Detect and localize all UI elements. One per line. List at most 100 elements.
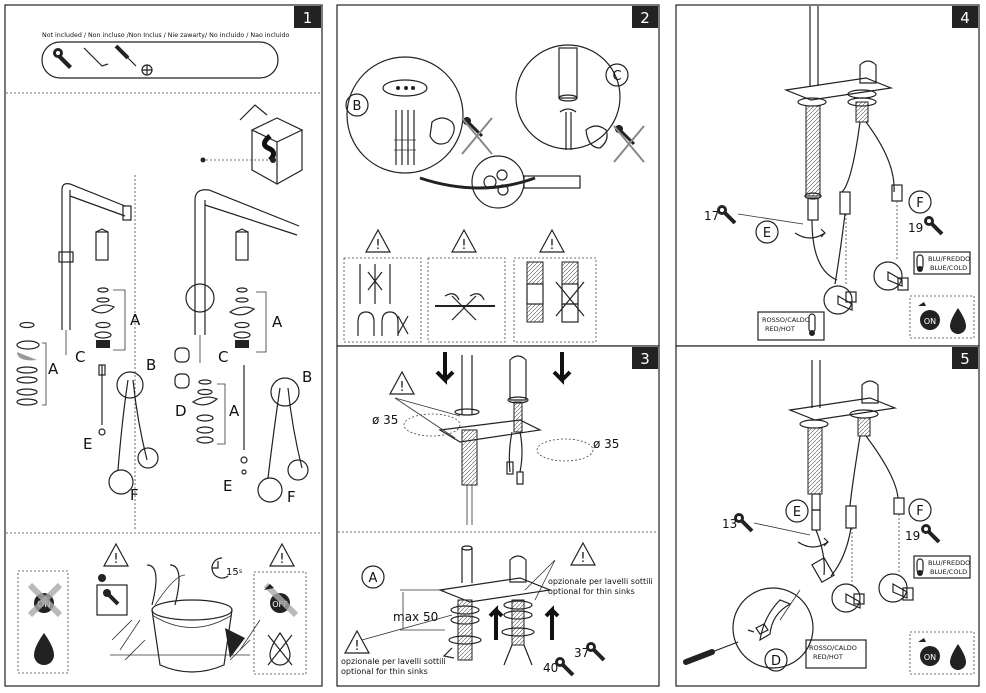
allen-key-icon	[83, 47, 109, 67]
rotate-arrow-e5	[797, 537, 829, 548]
no-water-drop-icon	[267, 631, 293, 666]
dia-left-text: ø 35	[372, 413, 398, 427]
cold-en-p4: BLUE/COLD	[930, 264, 967, 272]
warning-icon-bucket: !	[102, 542, 130, 567]
dia-right-text: ø 35	[593, 437, 619, 451]
valve-off-icon: OFF	[263, 582, 299, 618]
hot-label-box-5: ROSSO/CALDO RED/HOT	[805, 639, 867, 669]
label-d: D	[175, 402, 187, 420]
svg-text:!: !	[113, 552, 118, 567]
panel-number-1: 1	[303, 9, 313, 27]
label-c-left: C	[75, 348, 85, 366]
panel-number-4: 4	[960, 9, 970, 27]
no-tool-icon-b	[461, 117, 493, 155]
stop-valve-left-5	[831, 583, 865, 613]
label-d-p5: D	[771, 654, 781, 669]
on-water-box-4: ON	[909, 295, 975, 339]
label-f-left: F	[130, 486, 139, 504]
label-a-right: A	[272, 313, 283, 331]
label-a-p3: A	[369, 571, 378, 586]
label-b-p2: B	[353, 99, 362, 114]
timer-icon: 15 s	[211, 557, 242, 579]
stop-valve-left-4	[823, 285, 857, 315]
panel-2: 2 B C	[336, 4, 660, 347]
label-a-left: A	[48, 360, 59, 378]
optional-right-en: optional for thin sinks	[548, 587, 635, 596]
panel-number-3: 3	[640, 350, 650, 368]
hot-label-box-4: ROSSO/CALDO RED/HOT	[757, 311, 825, 341]
warning-connector: !	[513, 228, 597, 343]
no-tool-icon-c	[613, 125, 645, 163]
arrow-down-left	[435, 352, 455, 385]
parts-box-icon	[200, 104, 304, 186]
label-a-right2: A	[229, 402, 240, 420]
screwdriver-icon-p5	[683, 641, 739, 665]
hole-left-circle	[403, 413, 461, 437]
panel-4: 4	[675, 4, 980, 347]
panel-number-2: 2	[640, 9, 650, 27]
faucet-install-view	[394, 355, 542, 525]
wrench-19-icon-p5	[921, 524, 941, 544]
warning-icon-p3-right: !	[569, 541, 597, 566]
cartridge-detail	[558, 47, 608, 150]
key-tool-icon	[96, 574, 128, 616]
panel-3: 3 ! ø 35 ø 35 A	[336, 345, 660, 687]
hot-it-p5: ROSSO/CALDO	[809, 644, 857, 652]
right-parts-stack	[228, 287, 267, 475]
left-washers-stack	[16, 321, 47, 406]
wrench-37-icon	[586, 642, 606, 662]
svg-text:!: !	[549, 238, 554, 253]
svg-text:!: !	[354, 639, 359, 654]
label-a-mid: A	[130, 311, 141, 329]
warning-icon-p3-left: !	[343, 629, 371, 654]
on-label-p4: ON	[924, 317, 936, 326]
svg-text:!: !	[375, 238, 380, 253]
sink-under-view-4	[783, 6, 903, 285]
label-f-p4: F	[916, 196, 923, 211]
cold-label-box-4: BLU/FREDDO BLUE/COLD	[913, 251, 971, 275]
sink-under-view-5	[787, 360, 905, 588]
cold-it-p5: BLU/FREDDO	[928, 559, 970, 567]
label-e-right: E	[223, 477, 232, 495]
label-c-right: C	[218, 348, 228, 366]
hot-it-p4: ROSSO/CALDO	[762, 316, 810, 324]
base-plate-top-view	[419, 155, 581, 209]
label-b-right: B	[302, 368, 312, 386]
wrench-17-text: 17	[704, 209, 719, 223]
not-included-tools-box	[41, 41, 279, 79]
off-label-p1: OFF	[272, 600, 288, 609]
svg-text:!: !	[279, 552, 284, 567]
arrow-down-right	[552, 352, 572, 385]
label-e-p4: E	[763, 226, 771, 241]
hoses-detail	[382, 79, 428, 165]
warning-icon-p3: !	[388, 370, 416, 395]
cold-label-box-5: BLU/FREDDO BLUE/COLD	[913, 555, 971, 579]
max50-text: max 50	[393, 610, 438, 624]
valve-on-icon: ON	[27, 582, 63, 618]
optional-right-it: opzionale per lavelli sottili	[548, 577, 653, 586]
on-label-p5: ON	[924, 653, 936, 662]
svg-text:!: !	[399, 380, 404, 395]
svg-text:!: !	[580, 551, 585, 566]
on-water-box-5: ON	[909, 631, 975, 675]
wrench-37-text: 37	[574, 646, 589, 660]
wrench-19-icon-p4	[924, 216, 944, 236]
label-e-left: E	[83, 435, 92, 453]
timer-value: 15	[226, 567, 239, 578]
hand-left-icon	[429, 117, 455, 145]
panel-1: 1 Not included / Non incluso /Non Inclus…	[4, 4, 323, 687]
wrench-40-icon	[555, 657, 575, 677]
wrench-13-icon	[734, 513, 754, 533]
phillips-icon	[141, 64, 153, 76]
stop-valve-right-5	[878, 573, 914, 603]
label-f-p5: F	[916, 504, 923, 519]
panel-5: 5	[675, 345, 980, 687]
soap-dispenser-parts	[90, 287, 126, 351]
wrench-tool-icon	[53, 48, 72, 69]
timer-unit: s	[239, 568, 242, 575]
warning-icon-off: !	[268, 542, 296, 567]
detail-circle-c	[515, 44, 621, 150]
label-f-right: F	[287, 488, 296, 506]
optional-left-en: optional for thin sinks	[341, 667, 428, 676]
